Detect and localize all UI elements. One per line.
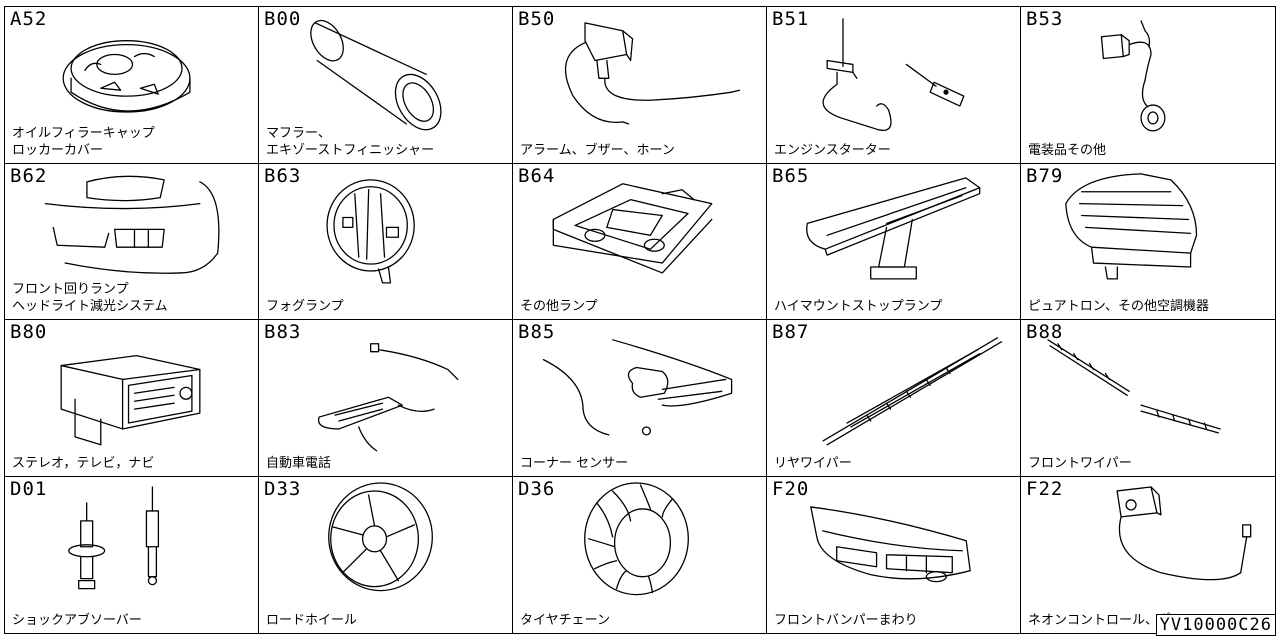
document-id: YV10000C26 [1155, 614, 1276, 636]
category-label: ハイマウントストップランプ [774, 299, 943, 314]
category-cell-b88[interactable]: B88 フロントワイパー [1021, 320, 1275, 477]
neon-control-pole-icon [1116, 485, 1252, 580]
category-code: B79 [1026, 164, 1064, 187]
category-code: B65 [772, 164, 810, 187]
category-label: フロント回りランプヘッドライト減光システム [12, 282, 168, 314]
category-label: オイルフィラーキャップロッカーカバー [12, 125, 155, 158]
category-cell-f22[interactable]: F22 ネオンコントロール、ポール [1021, 477, 1275, 634]
category-code: A52 [10, 8, 48, 30]
stereo-icon [60, 355, 201, 446]
category-code: B64 [518, 164, 556, 187]
fog-lamp-icon [326, 178, 415, 283]
category-label: ネオンコントロール、ポール [1028, 613, 1198, 628]
category-code: B88 [1026, 321, 1064, 343]
category-code: D01 [10, 477, 48, 500]
corner-sensor-icon [542, 339, 733, 436]
category-code: B62 [10, 164, 48, 187]
category-code: B87 [772, 321, 810, 343]
category-cell-b51[interactable]: B51 エンジンスターター [767, 7, 1021, 164]
category-code: B53 [1026, 8, 1064, 30]
category-label: リヤワイパー [774, 455, 852, 471]
front-bumper-icon [810, 505, 971, 582]
oil-filler-cap-icon [62, 40, 191, 113]
muffler-icon [310, 19, 442, 131]
road-wheel-icon [328, 481, 433, 591]
category-code: B63 [264, 164, 302, 187]
category-label: ロードホイール [266, 613, 358, 628]
category-code: F20 [772, 477, 810, 500]
category-cell-b62[interactable]: B62 フロント回りランプヘッドライト減光システム [5, 163, 259, 320]
category-label: フロントワイパー [1028, 455, 1132, 471]
category-label: アラーム、ブザー、ホーン [520, 142, 675, 158]
shock-absorber-icon [68, 485, 160, 589]
category-cell-b53[interactable]: B53 電装品その他 [1021, 7, 1275, 164]
category-cell-b00[interactable]: B00 マフラー、エキゾーストフィニッシャー [259, 7, 513, 164]
category-label: エンジンスターター [774, 142, 891, 158]
category-cell-d36[interactable]: D36 タイヤチェーン [513, 476, 767, 633]
category-label: 自動車電話 [266, 455, 332, 471]
category-code: B00 [264, 8, 302, 30]
interior-lamp-icon [552, 182, 713, 274]
category-label: フロントバンパーまわり [774, 613, 918, 628]
category-cell-b50[interactable]: B50 アラーム、ブザー、ホーン [513, 7, 767, 164]
category-cell-f20[interactable]: F20 フロントバンパーまわり [767, 476, 1021, 633]
category-cell-b80[interactable]: B80 ステレオ，テレビ，ナビ [5, 320, 259, 477]
category-cell-d33[interactable]: D33 ロードホイール [259, 476, 513, 633]
category-cell-b63[interactable]: B63 フォグランプ [259, 163, 513, 320]
front-wiper-icon [1047, 339, 1221, 434]
category-label: コーナー センサー [520, 455, 629, 471]
car-phone-icon [317, 343, 459, 452]
category-label: ピュアトロン、その他空調機器 [1028, 299, 1209, 314]
category-code: B85 [518, 321, 556, 343]
air-purifier-icon [1065, 172, 1198, 280]
category-label: フォグランプ [266, 299, 344, 314]
category-code: B83 [264, 321, 302, 343]
high-mount-stop-lamp-icon [806, 176, 981, 280]
category-label: マフラー、エキゾーストフィニッシャー [266, 125, 435, 158]
alarm-horn-icon [565, 22, 741, 125]
category-cell-b87[interactable]: B87 リヤワイパー [767, 320, 1021, 477]
category-cell-b65[interactable]: B65 ハイマウントストップランプ [767, 163, 1021, 320]
category-label: ステレオ，テレビ，ナビ [12, 455, 155, 471]
category-cell-b85[interactable]: B85 コーナー センサー [513, 320, 767, 477]
category-code: D36 [518, 477, 556, 500]
category-code: F22 [1026, 477, 1064, 500]
category-cell-d01[interactable]: D01 ショックアブソーバー [5, 476, 259, 633]
category-code: B51 [772, 8, 810, 30]
category-code: B50 [518, 8, 556, 30]
parts-category-grid: A52 オイルフィラーキャップロッカーカバー B00 マフラー、エキゾーストフィ… [4, 6, 1276, 634]
category-label: その他ランプ [520, 299, 598, 314]
electrical-parts-icon [1100, 20, 1166, 132]
engine-starter-icon [822, 18, 965, 132]
rear-wiper-icon [822, 337, 1003, 446]
category-label: ショックアブソーバー [12, 613, 142, 628]
category-code: D33 [264, 477, 302, 500]
category-label: タイヤチェーン [520, 613, 610, 628]
category-code: B80 [10, 321, 48, 343]
category-cell-b64[interactable]: B64 その他ランプ [513, 163, 767, 320]
category-cell-b79[interactable]: B79 ピュアトロン、その他空調機器 [1021, 164, 1275, 320]
category-cell-a52[interactable]: A52 オイルフィラーキャップロッカーカバー [5, 7, 259, 164]
category-cell-b83[interactable]: B83 自動車電話 [259, 320, 513, 477]
front-lamp-icon [44, 175, 220, 274]
category-label: 電装品その他 [1028, 142, 1107, 158]
tire-chain-icon [584, 481, 689, 595]
